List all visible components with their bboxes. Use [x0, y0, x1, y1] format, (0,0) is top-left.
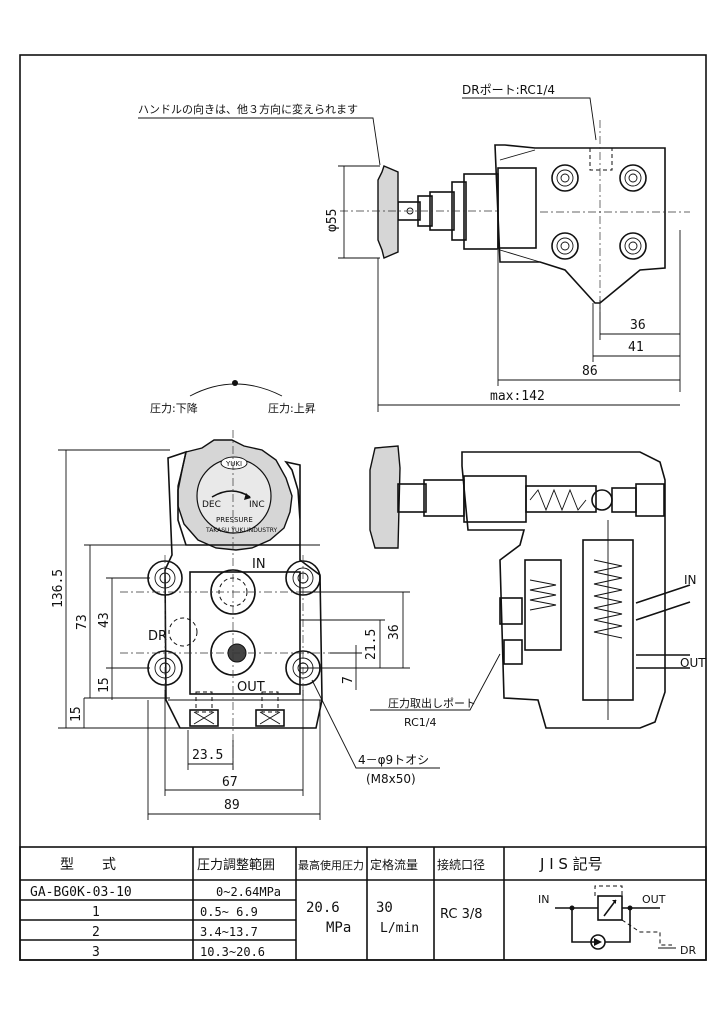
dim-86: 86	[582, 364, 598, 379]
table-row-range: 10.3~20.6	[200, 945, 265, 959]
flow-value: 30	[376, 900, 393, 916]
front-port-dr-label: DR	[148, 629, 167, 644]
dim-89: 89	[224, 798, 240, 813]
dim-67: 67	[222, 775, 238, 790]
flow-unit: L/min	[380, 921, 419, 936]
pressure-up-label: 圧力:上昇	[268, 402, 316, 415]
knob-dec: DEC	[202, 500, 221, 510]
front-view: YUKI DEC INC PRESSURE TAKASU YUKI INDUST…	[51, 430, 440, 820]
table-row-model: 1	[92, 905, 100, 920]
jis-symbol: IN OUT DR	[538, 885, 696, 957]
knob-inc: INC	[249, 500, 265, 510]
handle-direction-note: ハンドルの向きは、他３方向に変えられます	[138, 102, 358, 116]
table-row-model: 2	[92, 925, 100, 940]
dim-41: 41	[628, 340, 644, 355]
table-row-range: 0.5~ 6.9	[200, 905, 258, 919]
jis-out-label: OUT	[642, 893, 666, 906]
front-port-in-label: IN	[252, 557, 266, 572]
dim-43: 43	[97, 612, 112, 628]
knob-pressure: PRESSURE	[216, 516, 253, 524]
front-bolt-holes	[147, 560, 321, 686]
bolt-holes-note: 4－φ9トオシ	[358, 753, 429, 767]
dim-23-5: 23.5	[192, 748, 223, 763]
max-pressure-unit: MPa	[326, 920, 351, 936]
dim-21-5: 21.5	[364, 629, 379, 660]
pressure-port-title: 圧力取出しポート	[388, 696, 476, 710]
table-header-max-pressure: 最高使用圧力	[298, 858, 364, 872]
pressure-port-size: RC1/4	[404, 716, 436, 729]
knob-brand: YUKI	[225, 460, 242, 468]
jis-dr-label: DR	[680, 944, 696, 957]
top-view-bolt-holes	[551, 164, 647, 260]
port-size-value: RC 3/8	[440, 907, 483, 922]
table-header-flow: 定格流量	[370, 857, 418, 872]
jis-in-label: IN	[538, 893, 549, 906]
dim-15b: 15	[69, 706, 84, 722]
drawing-frame	[19, 54, 707, 961]
table-row-range: 3.4~13.7	[200, 925, 258, 939]
table-header-port: 接続口径	[437, 857, 485, 872]
max-pressure-value: 20.6	[306, 900, 340, 916]
dim-73: 73	[75, 614, 90, 630]
dim-15a: 15	[97, 677, 112, 693]
dim-phi55: φ55	[325, 209, 340, 232]
dim-7: 7	[341, 676, 356, 684]
section-view: IN OUT 圧力取出しポート RC1/4	[369, 445, 706, 729]
dim-36-top: 36	[630, 318, 646, 333]
knob-maker: TAKASU YUKI INDUSTRY	[205, 527, 278, 534]
spec-table: 型 式 圧力調整範囲 最高使用圧力 定格流量 接続口径 J I S 記号 GA-…	[19, 846, 707, 961]
dim-136-5: 136.5	[51, 569, 66, 608]
section-port-in-label: IN	[684, 573, 697, 587]
front-port-out-label: OUT	[237, 680, 265, 695]
table-row-model: 3	[92, 945, 100, 960]
table-row-model: GA-BG0K-03-10	[30, 885, 132, 900]
section-port-out-label: OUT	[680, 656, 706, 670]
table-header-model: 型 式	[60, 857, 116, 873]
table-header-range: 圧力調整範囲	[197, 858, 275, 873]
table-header-jis: J I S 記号	[539, 855, 603, 873]
dim-max142: max:142	[490, 389, 545, 404]
pressure-down-label: 圧力:下降	[150, 401, 198, 415]
bolts-note: (M8x50)	[366, 772, 416, 786]
dr-port-note: DRポート:RC1/4	[462, 83, 555, 97]
table-row-range: 0~2.64MPa	[216, 885, 281, 899]
top-view: ハンドルの向きは、他３方向に変えられます DRポート:RC1/4	[138, 83, 690, 415]
dim-36-side: 36	[387, 624, 402, 640]
